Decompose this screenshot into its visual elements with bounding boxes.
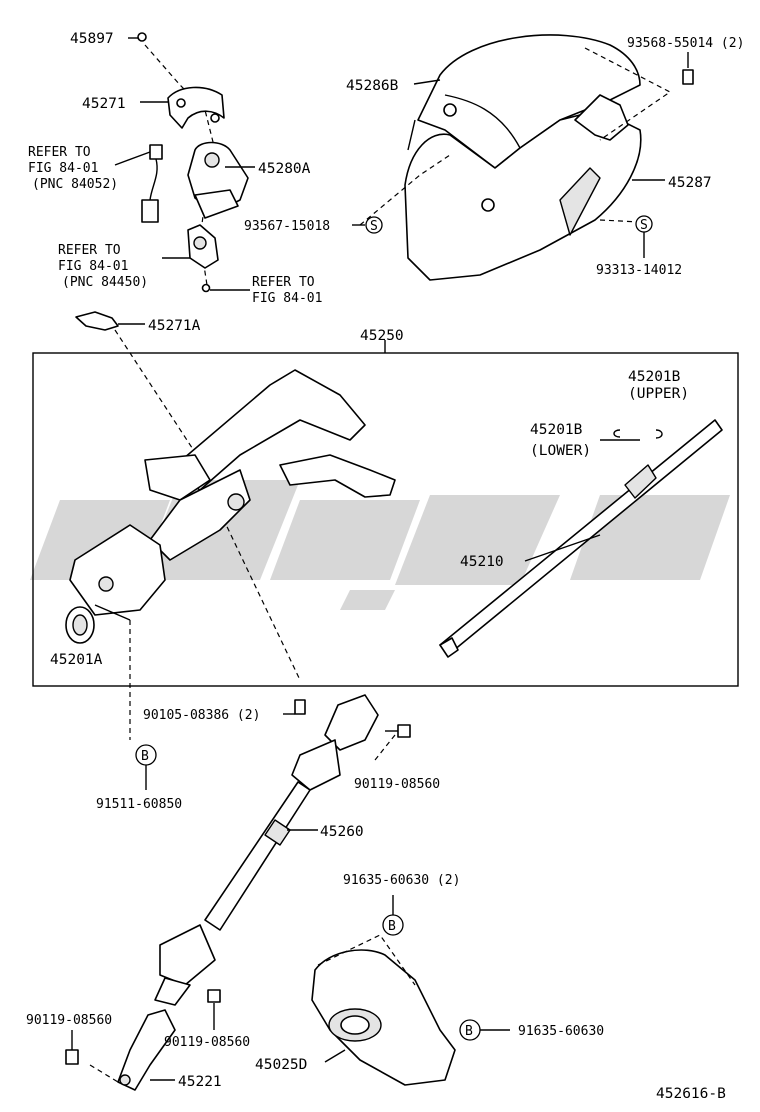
part-45286B-upper-cover[interactable] [407, 34, 641, 169]
label-45287: 45287 [668, 175, 712, 191]
part-45897-screw[interactable] [128, 32, 147, 42]
label-45201B-lower-num: 45201B [530, 422, 583, 438]
label-ref2-line1: REFER TO [58, 243, 121, 258]
label-ref2-line2: FIG 84-01 [58, 259, 128, 274]
part-90119-bolt-b[interactable] [207, 989, 221, 1030]
label-45221: 45221 [178, 1074, 222, 1090]
label-45201B-upper-num: 45201B [628, 369, 681, 385]
part-45025D-boot[interactable] [311, 949, 456, 1086]
label-45286B: 45286B [346, 78, 399, 94]
part-90119-bolt-a[interactable] [385, 724, 411, 738]
label-90119-c: 90119-08560 [26, 1013, 112, 1028]
label-91635: 91635-60630 [518, 1024, 604, 1039]
label-ref3-line2: FIG 84-01 [252, 291, 322, 306]
label-45201B-upper-txt: (UPPER) [628, 386, 689, 402]
label-93567: 93567-15018 [244, 219, 330, 234]
marker-s-1 [365, 216, 383, 234]
part-45271A-clip[interactable] [75, 311, 145, 331]
label-93313: 93313-14012 [596, 263, 682, 278]
part-ref-sensor-wire[interactable] [114, 144, 163, 223]
label-45201A: 45201A [50, 652, 103, 668]
label-ref2-line3: (PNC 84450) [62, 275, 148, 290]
part-45287-lower-cover[interactable] [404, 94, 665, 281]
part-45201A-bushing[interactable] [65, 606, 95, 644]
part-45280A-switch[interactable] [187, 141, 255, 219]
label-b-2: B [388, 919, 396, 934]
label-45280A: 45280A [258, 161, 311, 177]
label-b-3: B [465, 1024, 473, 1039]
label-45210: 45210 [460, 554, 504, 570]
marker-s-2 [635, 215, 653, 233]
part-45260-intermediate-shaft[interactable] [154, 694, 379, 1006]
part-45210-main-shaft[interactable] [439, 419, 723, 658]
label-93568: 93568-55014 (2) [627, 36, 744, 51]
part-45271-bracket[interactable] [140, 86, 225, 129]
label-45250: 45250 [360, 328, 404, 344]
label-45271A: 45271A [148, 318, 201, 334]
label-45897: 45897 [70, 31, 114, 47]
label-ref1-line2: FIG 84-01 [28, 161, 98, 176]
label-s-1: S [370, 219, 378, 234]
label-s-2: S [640, 218, 648, 233]
label-ref1-line1: REFER TO [28, 145, 91, 160]
label-b-1: B [141, 749, 149, 764]
label-90105: 90105-08386 (2) [143, 708, 260, 723]
part-45221-yoke[interactable] [117, 1009, 176, 1091]
label-91511: 91511-60850 [96, 797, 182, 812]
label-45201B-lower-txt: (LOWER) [530, 443, 591, 459]
diagram-code: 452616-B [656, 1086, 726, 1102]
label-91635-2: 91635-60630 (2) [343, 873, 460, 888]
label-45271: 45271 [82, 96, 126, 112]
part-ref-lock-cylinder[interactable] [162, 224, 219, 269]
part-90119-bolt-c[interactable] [65, 1030, 79, 1065]
label-45260: 45260 [320, 824, 364, 840]
label-90119-b: 90119-08560 [164, 1035, 250, 1050]
label-45025D: 45025D [255, 1057, 307, 1073]
part-ref-screw[interactable] [201, 283, 251, 293]
label-ref1-line3: (PNC 84052) [32, 177, 118, 192]
label-90119-a: 90119-08560 [354, 777, 440, 792]
part-93568-screw[interactable] [682, 52, 694, 85]
label-ref3-line1: REFER TO [252, 275, 315, 290]
part-45201B-rings[interactable] [600, 429, 663, 441]
part-45250-column-assembly[interactable] [69, 369, 396, 621]
part-90105-bolt[interactable] [283, 699, 306, 715]
